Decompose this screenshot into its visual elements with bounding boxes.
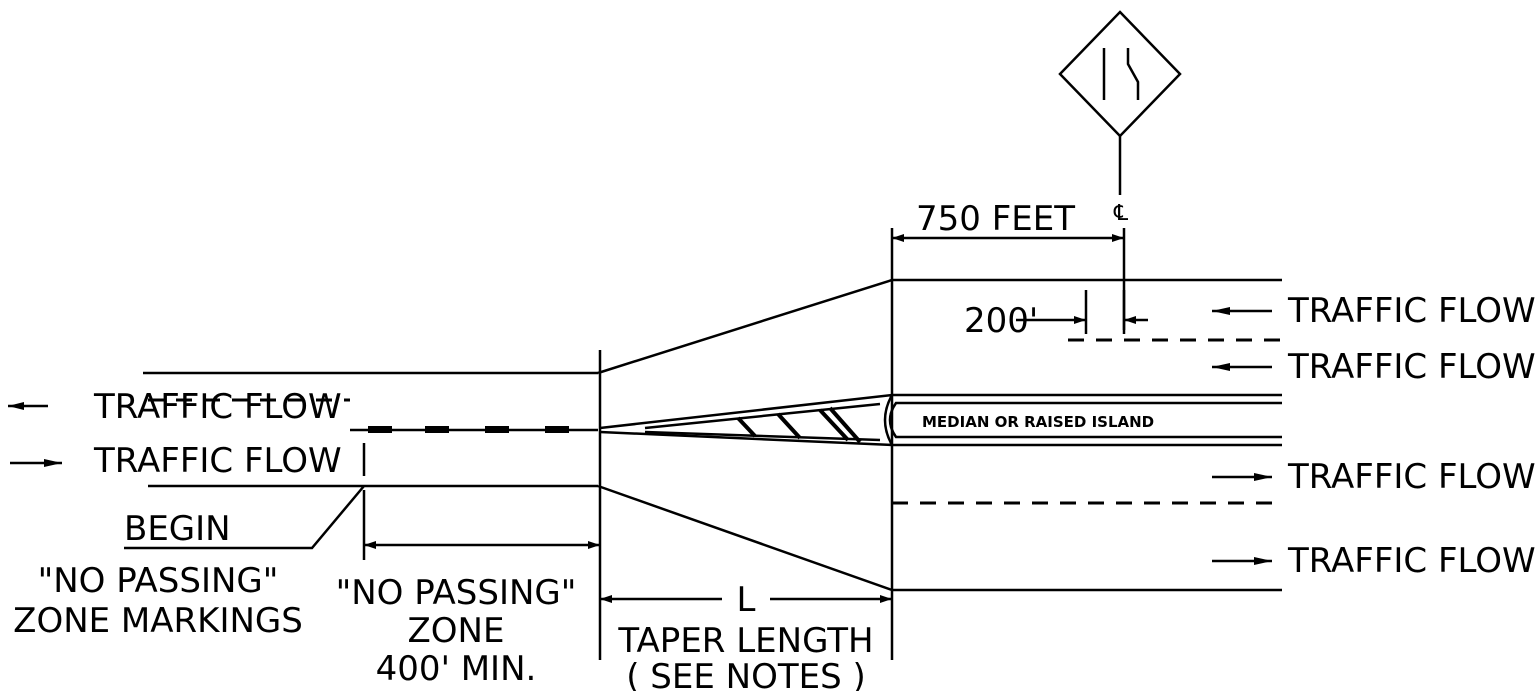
taper-length-line1: TAPER LENGTH	[617, 621, 873, 661]
traffic-flow-left-bottom: TRAFFIC FLOW	[93, 441, 342, 481]
median-island	[883, 393, 1282, 447]
median-taper-wedge	[599, 393, 893, 447]
begin-leader-line	[124, 485, 365, 550]
right-arrow-3	[1212, 473, 1272, 481]
taper-dim-arrow-left	[600, 595, 612, 603]
upper-taper-edge	[597, 278, 893, 375]
dash-marker	[425, 426, 449, 433]
centerline-symbol: ℄	[1113, 201, 1129, 226]
no-passing-dash-markers	[368, 426, 569, 433]
traffic-flow-right-1: TRAFFIC FLOW	[1287, 291, 1536, 331]
left-arrow-eastbound	[10, 459, 62, 467]
taper-length-line2: ( SEE NOTES )	[626, 657, 866, 691]
right-arrow-1	[1212, 307, 1272, 315]
no-passing-markings-line2: ZONE MARKINGS	[13, 601, 303, 641]
dim-750-arrow-right	[1112, 234, 1124, 242]
traffic-flow-left-top: TRAFFIC FLOW	[93, 387, 342, 427]
taper-length-symbol: L	[737, 580, 756, 620]
no-passing-zone-arrow-right	[588, 541, 600, 549]
divided-highway-sign	[1058, 10, 1182, 138]
traffic-flow-right-2: TRAFFIC FLOW	[1287, 347, 1536, 387]
right-arrow-4	[1212, 557, 1272, 565]
dash-marker	[545, 426, 569, 433]
begin-label: BEGIN	[124, 509, 231, 549]
no-passing-zone-line3: 400' MIN.	[376, 649, 537, 689]
dim-200-arrow-left	[1074, 316, 1086, 324]
dash-marker	[368, 426, 392, 433]
dim-750-label: 750 FEET	[916, 199, 1075, 239]
lower-taper-edge	[597, 484, 893, 592]
traffic-flow-right-3: TRAFFIC FLOW	[1287, 457, 1536, 497]
dim-200-arrow-right	[1124, 316, 1136, 324]
no-passing-markings-line1: "NO PASSING"	[38, 561, 279, 601]
no-passing-zone-line1: "NO PASSING"	[336, 573, 577, 613]
right-arrow-2	[1212, 363, 1272, 371]
no-passing-zone-line2: ZONE	[408, 611, 505, 651]
dim-750-arrow-left	[892, 234, 904, 242]
median-label: MEDIAN OR RAISED ISLAND	[922, 413, 1154, 431]
taper-dim-arrow-right	[880, 595, 892, 603]
dim-200-label: 200'	[964, 301, 1038, 341]
traffic-flow-right-4: TRAFFIC FLOW	[1287, 541, 1536, 581]
no-passing-zone-arrow-left	[364, 541, 376, 549]
left-arrow-westbound	[8, 402, 48, 410]
dash-marker	[485, 426, 509, 433]
